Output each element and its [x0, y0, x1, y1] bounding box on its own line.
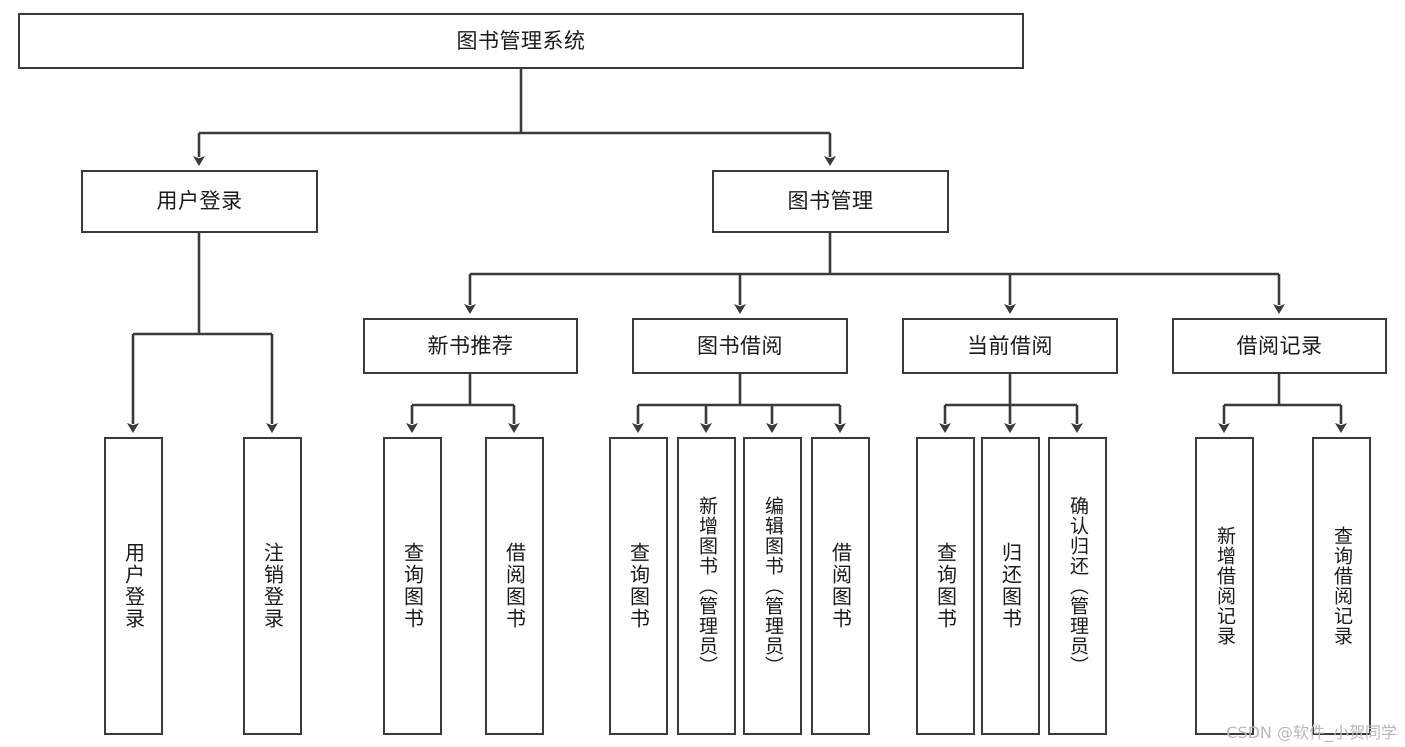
- node-new-book-recommend-label: 新书推荐: [427, 333, 514, 358]
- node-leaf-user-login[interactable]: 用户登录: [104, 437, 163, 735]
- node-leaf-return-book[interactable]: 归还图书: [981, 437, 1040, 735]
- node-leaf-query-book-3[interactable]: 查询图书: [916, 437, 975, 735]
- node-book-borrow[interactable]: 图书借阅: [632, 318, 848, 374]
- node-leaf-add-book[interactable]: 新增图书（管理员）: [677, 437, 736, 735]
- node-leaf-confirm-return[interactable]: 确认归还（管理员）: [1048, 437, 1107, 735]
- node-borrow-record[interactable]: 借阅记录: [1172, 318, 1387, 374]
- node-book-manage[interactable]: 图书管理: [712, 170, 949, 233]
- node-book-manage-label: 图书管理: [787, 189, 874, 214]
- node-leaf-query-book-3-label: 查询图书: [933, 542, 958, 630]
- node-leaf-user-logout-label: 注销登录: [260, 542, 285, 630]
- node-leaf-add-record[interactable]: 新增借阅记录: [1195, 437, 1254, 735]
- node-leaf-borrow-book-2[interactable]: 借阅图书: [811, 437, 870, 735]
- node-leaf-query-record[interactable]: 查询借阅记录: [1312, 437, 1371, 735]
- node-leaf-query-book-2[interactable]: 查询图书: [609, 437, 668, 735]
- csdn-watermark: CSDN @软件_小贺同学: [1226, 723, 1397, 742]
- node-leaf-return-book-label: 归还图书: [998, 542, 1023, 630]
- node-leaf-user-login-label: 用户登录: [121, 542, 146, 630]
- node-book-borrow-label: 图书借阅: [697, 333, 783, 358]
- node-leaf-edit-book[interactable]: 编辑图书（管理员）: [743, 437, 802, 735]
- node-leaf-user-logout[interactable]: 注销登录: [243, 437, 302, 735]
- node-leaf-borrow-book-1[interactable]: 借阅图书: [485, 437, 544, 735]
- node-borrow-record-label: 借阅记录: [1236, 333, 1323, 358]
- node-root-label: 图书管理系统: [456, 28, 586, 53]
- node-current-borrow[interactable]: 当前借阅: [902, 318, 1118, 374]
- node-leaf-add-record-label: 新增借阅记录: [1214, 526, 1236, 646]
- node-leaf-edit-book-label: 编辑图书（管理员）: [762, 496, 784, 676]
- node-user-login[interactable]: 用户登录: [81, 170, 318, 233]
- node-new-book-recommend[interactable]: 新书推荐: [363, 318, 578, 374]
- node-leaf-query-record-label: 查询借阅记录: [1331, 526, 1353, 646]
- node-leaf-borrow-book-1-label: 借阅图书: [502, 542, 527, 630]
- node-user-login-label: 用户登录: [156, 189, 243, 214]
- node-leaf-query-book-1-label: 查询图书: [400, 542, 425, 630]
- node-leaf-confirm-return-label: 确认归还（管理员）: [1067, 496, 1089, 676]
- node-leaf-add-book-label: 新增图书（管理员）: [696, 496, 718, 676]
- node-leaf-borrow-book-2-label: 借阅图书: [828, 542, 853, 630]
- node-root[interactable]: 图书管理系统: [18, 13, 1024, 69]
- node-leaf-query-book-2-label: 查询图书: [626, 542, 651, 630]
- node-current-borrow-label: 当前借阅: [967, 333, 1053, 358]
- node-leaf-query-book-1[interactable]: 查询图书: [383, 437, 442, 735]
